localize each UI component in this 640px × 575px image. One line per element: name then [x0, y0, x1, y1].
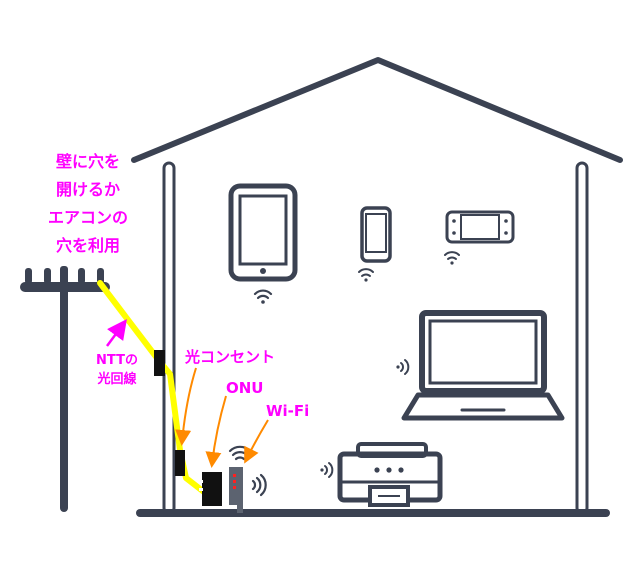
- wifi-router-icon: [229, 467, 243, 513]
- optical-outlet-label: 光コンセント: [184, 348, 275, 366]
- printer-icon: [337, 442, 443, 507]
- optical-outlet-box: [175, 450, 185, 476]
- game-console-wireless-signal-icon: [444, 251, 460, 265]
- smartphone-wireless-signal-icon: [358, 268, 374, 282]
- ntt-line-text: NTTの: [96, 353, 138, 368]
- smartphone-icon: [360, 206, 392, 263]
- wifi-arrow: [244, 419, 269, 464]
- wall-hole-line: 壁に穴を: [56, 152, 120, 171]
- ntt-line-label: NTTの 光回線: [95, 352, 140, 389]
- wall-hole-label: 壁に穴を 開けるか エアコンの 穴を利用: [46, 151, 129, 257]
- ntt-line-arrow: [105, 318, 127, 347]
- onu-icon: [199, 472, 222, 506]
- wall-hole-line: エアコンの: [48, 208, 128, 227]
- wall-hole-line: 開けるか: [56, 180, 120, 199]
- tablet-wireless-signal-icon: [253, 289, 273, 304]
- laptop-wireless-signal-icon: [396, 359, 410, 375]
- ntt-line-text: 光回線: [96, 371, 137, 387]
- utility-pole-icon: [20, 266, 110, 512]
- house: [131, 57, 623, 517]
- wifi-label: Wi-Fi: [266, 402, 309, 420]
- fiber-cable: [97, 280, 207, 495]
- onu-label: ONU: [226, 379, 264, 397]
- wall-hole-line: 穴を利用: [56, 236, 120, 255]
- tablet-icon: [228, 183, 298, 282]
- house-right-wall: [575, 161, 589, 515]
- house-left-wall: [162, 161, 176, 515]
- onu-arrow: [205, 395, 227, 468]
- game-console-icon: [445, 210, 515, 244]
- house-roof: [131, 57, 623, 163]
- optical-outlet-arrow: [175, 367, 197, 446]
- printer-wireless-signal-icon: [320, 462, 334, 478]
- laptop-icon: [401, 310, 565, 421]
- wall-entry-point: [154, 350, 165, 376]
